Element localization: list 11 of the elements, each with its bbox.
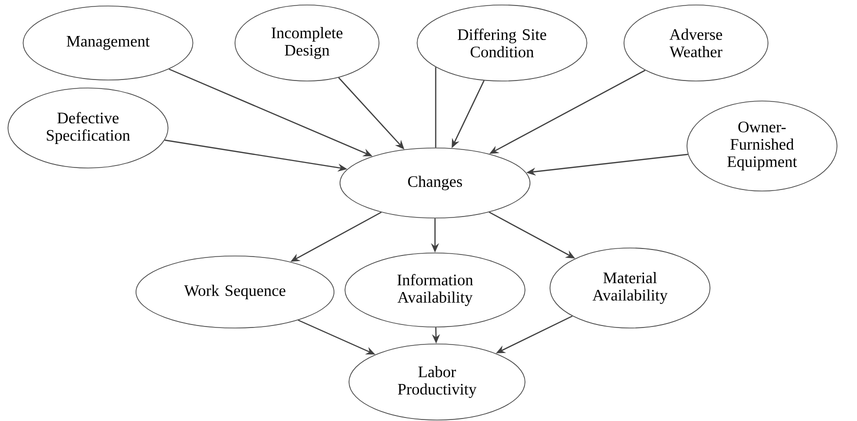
ellipse-node: Adverse Weather — [624, 4, 768, 82]
ellipse-node: Differing Site Condition — [416, 4, 588, 82]
ellipse-node: Information Availability — [344, 252, 526, 328]
ellipse-node: Labor Productivity — [348, 344, 526, 420]
ellipse-node: Changes — [340, 148, 530, 218]
ellipse-node: Management — [22, 6, 194, 80]
ellipse-node: Material Availability — [550, 248, 710, 328]
ellipse-node: Owner-Furnished Equipment — [686, 100, 838, 192]
ellipse-node: Incomplete Design — [234, 4, 380, 82]
ellipse-node: Defective Specification — [8, 88, 168, 168]
ellipse-node: Work Sequence — [136, 256, 334, 328]
